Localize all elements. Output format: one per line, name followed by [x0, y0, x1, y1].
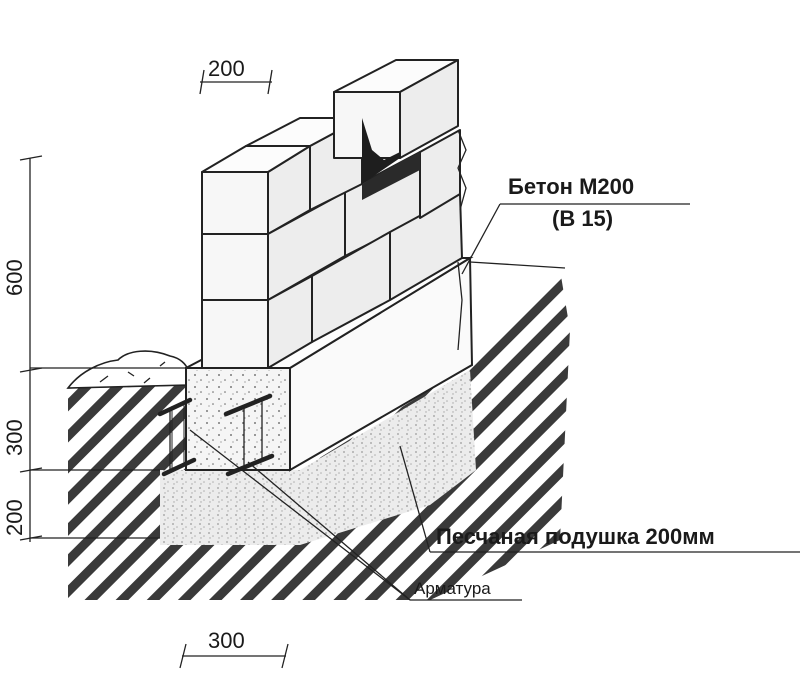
rebar-cage — [157, 393, 275, 477]
dim-footing-height: 300 — [2, 419, 27, 456]
callout-sand-cushion: Песчаная подушка 200мм — [436, 524, 715, 549]
dim-sand-layer: 200 — [2, 499, 27, 536]
callout-concrete-grade: Бетон М200 — [508, 174, 634, 199]
sand-fill — [160, 370, 476, 545]
callout-rebar: Арматура — [414, 579, 491, 598]
dim-wall-thickness: 200 — [208, 56, 245, 81]
dim-wall-height: 600 — [2, 259, 27, 296]
leader-lines — [189, 203, 800, 601]
callout-concrete-class: (В 15) — [552, 206, 613, 231]
dimension-lines — [19, 69, 289, 669]
dim-footing-width: 300 — [208, 628, 245, 653]
block-wall — [201, 59, 467, 369]
earth-mound — [66, 350, 189, 389]
